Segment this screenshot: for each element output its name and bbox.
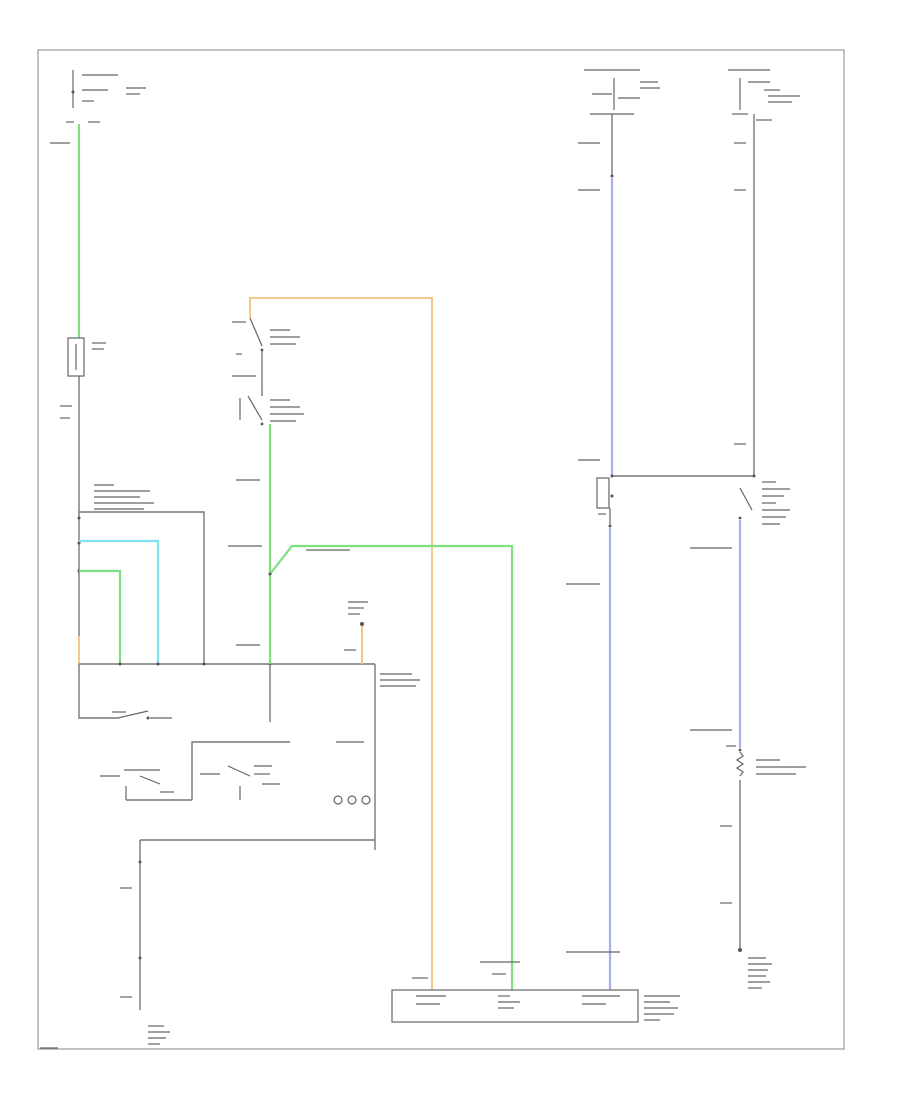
relay-right: [738, 481, 790, 525]
right-fuse-1: [578, 69, 660, 191]
right-fuse-2: [728, 69, 800, 191]
control-module-outline: [78, 664, 376, 850]
cycling-pressure-switch: [239, 395, 304, 426]
module-display-icons: [333, 795, 371, 805]
center-wire-labels: [228, 479, 350, 646]
relay-left: [596, 477, 614, 528]
ground-label: [120, 887, 170, 1045]
pcm-title-label: [644, 995, 680, 1021]
powertrain-control-module: [391, 989, 639, 1023]
wire-controller-top: [78, 490, 205, 664]
pcm-wire-labels: [412, 961, 520, 979]
wire-tan-loop: [249, 297, 433, 990]
relay-right-labels: [690, 547, 732, 731]
blower-controller-labels: [94, 484, 154, 510]
wire-controller-green: [79, 569, 122, 664]
switch-group-2: [100, 769, 174, 800]
switch-group-3: [191, 741, 290, 800]
ac-pressure-switch: [232, 317, 300, 378]
clutch-ground-labels: [720, 825, 772, 989]
diagram-frame: [37, 49, 845, 1050]
blower-motor: [60, 337, 106, 419]
switch-group-1: [112, 710, 172, 720]
indicator-lamp: [344, 601, 368, 664]
left-fuse-header: [50, 70, 146, 144]
wire-branch-to-pcm: [269, 544, 514, 990]
relay-left-labels: [566, 583, 620, 953]
ac-compressor-clutch: [726, 745, 806, 777]
wire-controller-cyan: [79, 539, 160, 664]
module-bus-label: [380, 673, 420, 687]
pcm-pin-labels: [416, 995, 620, 1009]
